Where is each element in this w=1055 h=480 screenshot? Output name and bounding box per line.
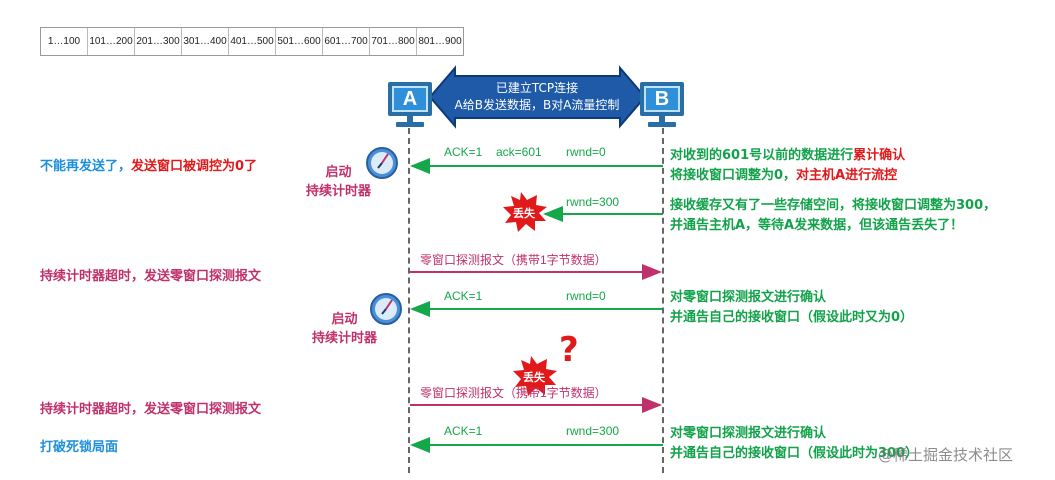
timer-label-2-line2: 持续计时器 (312, 331, 378, 346)
msg1-ack-num: ack=601 (496, 145, 542, 159)
msg1-rwnd: rwnd=0 (566, 145, 606, 159)
b-note-3: 接收缓存又有了一些存储空间，将接收窗口调整为300， 并通告主机A，等待A发来数… (670, 196, 996, 236)
b-note-1: 对收到的601号以前的数据进行累计确认 (670, 146, 905, 166)
msg1-ack: ACK=1 (444, 145, 483, 159)
b-note-4-line2: 并通告自己的接收窗口（假设此时又为0） (670, 310, 914, 325)
timer-label-1: 启动 持续计时器 (306, 163, 371, 201)
a-timeout-note-1: 持续计时器超时，发送零窗口探测报文 (40, 269, 262, 284)
connection-banner-line2: A给B发送数据，B对A流量控制 (454, 98, 620, 112)
a-note-1: 不能再发送了，发送窗口被调控为0了 (40, 155, 257, 174)
msg6-ack: ACK=1 (444, 424, 483, 438)
byte-range-cell: 801…900 (418, 36, 462, 47)
a-deadlock-note: 打破死锁局面 (40, 440, 119, 455)
b-note-2-highlight: 对主机A进行流控 (796, 168, 898, 183)
b-note-1-prefix: 对收到的601号以前的数据进行 (670, 148, 854, 163)
b-note-5-line2: 并通告自己的接收窗口（假设此时为300） (670, 446, 919, 461)
connection-banner-line1: 已建立TCP连接 (495, 81, 579, 95)
msg2-rwnd: rwnd=300 (566, 195, 620, 209)
lost-burst-icon-1 (503, 192, 547, 232)
a-note-1-prefix: 不能再发送了， (40, 159, 132, 174)
byte-range-cell: 301…400 (182, 28, 229, 55)
b-note-3-line2: 并通告主机A，等待A发来数据，但该通告丢失了！ (670, 218, 964, 233)
host-a: A (388, 82, 432, 138)
host-b-label: B (644, 86, 680, 112)
a-timeout-note-2: 持续计时器超时，发送零窗口探测报文 (40, 402, 262, 417)
byte-ranges-table: 1…100 101…200 201…300 301…400 401…500 50… (40, 27, 464, 56)
timer-label-1-line2: 持续计时器 (306, 184, 372, 199)
timer-clock-icon-1 (366, 147, 398, 179)
b-note-1-highlight: 累计确认 (853, 148, 906, 163)
b-note-2: 将接收窗口调整为0，对主机A进行流控 (670, 166, 897, 186)
question-mark-icon: ? (559, 330, 579, 370)
connection-banner: 已建立TCP连接 A给B发送数据，B对A流量控制 (440, 80, 634, 114)
msg6-rwnd: rwnd=300 (566, 424, 620, 438)
msg5-probe-label: 零窗口探测报文（携带1字节数据） (420, 386, 607, 400)
lost-label-2: 丢失 (523, 371, 545, 384)
timer-label-1-line1: 启动 (325, 165, 352, 180)
timer-label-2-line1: 启动 (331, 312, 358, 327)
a-note-1-highlight: 发送窗口被调控为0了 (131, 159, 258, 174)
byte-range-cell: 201…300 (135, 28, 182, 55)
b-note-2-prefix: 将接收窗口调整为0， (670, 168, 797, 183)
byte-range-cell: 401…500 (229, 28, 276, 55)
msg3-probe-label: 零窗口探测报文（携带1字节数据） (420, 253, 607, 267)
watermark: @稀土掘金技术社区 (878, 446, 1014, 464)
byte-range-cell: 601…700 (323, 28, 370, 55)
b-note-5: 对零窗口探测报文进行确认 并通告自己的接收窗口（假设此时为300） (670, 424, 918, 464)
b-note-4: 对零窗口探测报文进行确认 并通告自己的接收窗口（假设此时又为0） (670, 288, 913, 328)
timer-clock-icon-2 (370, 293, 402, 325)
b-note-4-line1: 对零窗口探测报文进行确认 (670, 290, 827, 305)
lost-burst-icon-2 (513, 356, 557, 396)
byte-range-cell: 101…200 (88, 28, 135, 55)
byte-range-cell: 701…800 (370, 28, 417, 55)
timer-label-2: 启动 持续计时器 (312, 310, 377, 348)
timeline-a (408, 128, 410, 473)
host-a-label: A (392, 86, 428, 112)
b-note-3-line1: 接收缓存又有了一些存储空间，将接收窗口调整为300， (670, 198, 997, 213)
b-note-5-line1: 对零窗口探测报文进行确认 (670, 426, 827, 441)
timeline-b (662, 128, 664, 473)
byte-range-cell: 1…100 (41, 28, 88, 55)
msg4-rwnd: rwnd=0 (566, 289, 606, 303)
lost-label-1: 丢失 (513, 207, 535, 220)
byte-range-cell: 501…600 (276, 28, 323, 55)
host-b: B (640, 82, 684, 138)
msg4-ack: ACK=1 (444, 289, 483, 303)
